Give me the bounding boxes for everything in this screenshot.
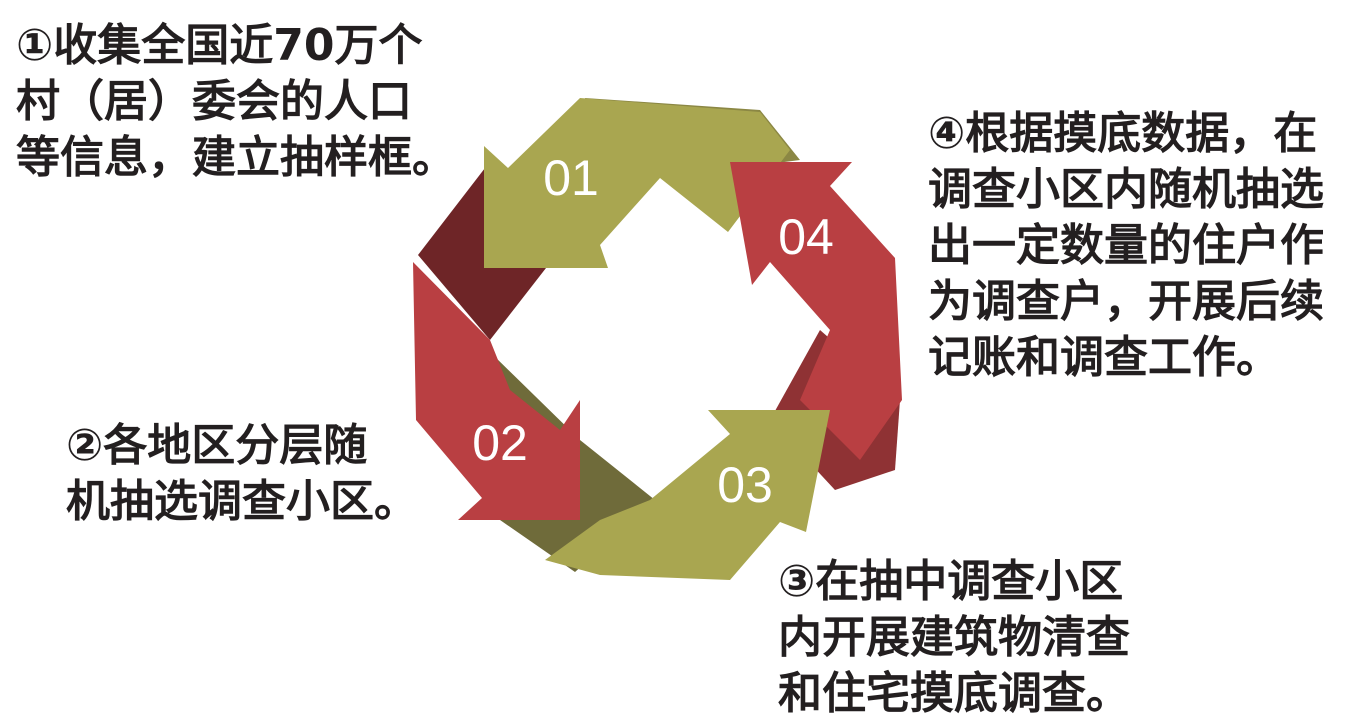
- step-4-line: 为调查户，开展后续: [928, 276, 1324, 327]
- step-2-line: ②各地区分层随: [66, 420, 368, 471]
- step-1-line: 等信息，建立抽样框。: [16, 132, 456, 183]
- step-number-04: 04: [778, 209, 834, 265]
- step-3-line: 和住宅摸底调查。: [778, 668, 1130, 719]
- step-3-line: 内开展建筑物清查: [778, 612, 1130, 663]
- step-number-01: 01: [543, 150, 599, 206]
- arrow-01: [484, 98, 790, 268]
- step-1-line: 村（居）委会的人口: [16, 76, 412, 127]
- arrow-02: [413, 262, 580, 520]
- step-number-02: 02: [472, 415, 528, 471]
- step-1-line: ①收集全国近70万个: [16, 20, 423, 71]
- step-4-line: 记账和调查工作。: [928, 332, 1280, 383]
- step-2-description: ②各地区分层随 机抽选调查小区。: [66, 418, 418, 530]
- step-3-line: ③在抽中调查小区: [778, 556, 1124, 607]
- arrow-03: [545, 410, 830, 580]
- step-3-description: ③在抽中调查小区 内开展建筑物清查 和住宅摸底调查。: [778, 554, 1130, 722]
- step-4-line: ④根据摸底数据，在: [928, 108, 1318, 159]
- step-4-description: ④根据摸底数据，在 调查小区内随机抽选 出一定数量的住户作 为调查户，开展后续 …: [928, 106, 1324, 386]
- step-2-line: 机抽选调查小区。: [66, 476, 418, 527]
- step-4-line: 出一定数量的住户作: [928, 220, 1324, 271]
- step-4-line: 调查小区内随机抽选: [928, 164, 1324, 215]
- arrow-04: [730, 162, 902, 460]
- step-number-03: 03: [717, 457, 773, 513]
- step-1-description: ①收集全国近70万个 村（居）委会的人口 等信息，建立抽样框。: [16, 18, 456, 186]
